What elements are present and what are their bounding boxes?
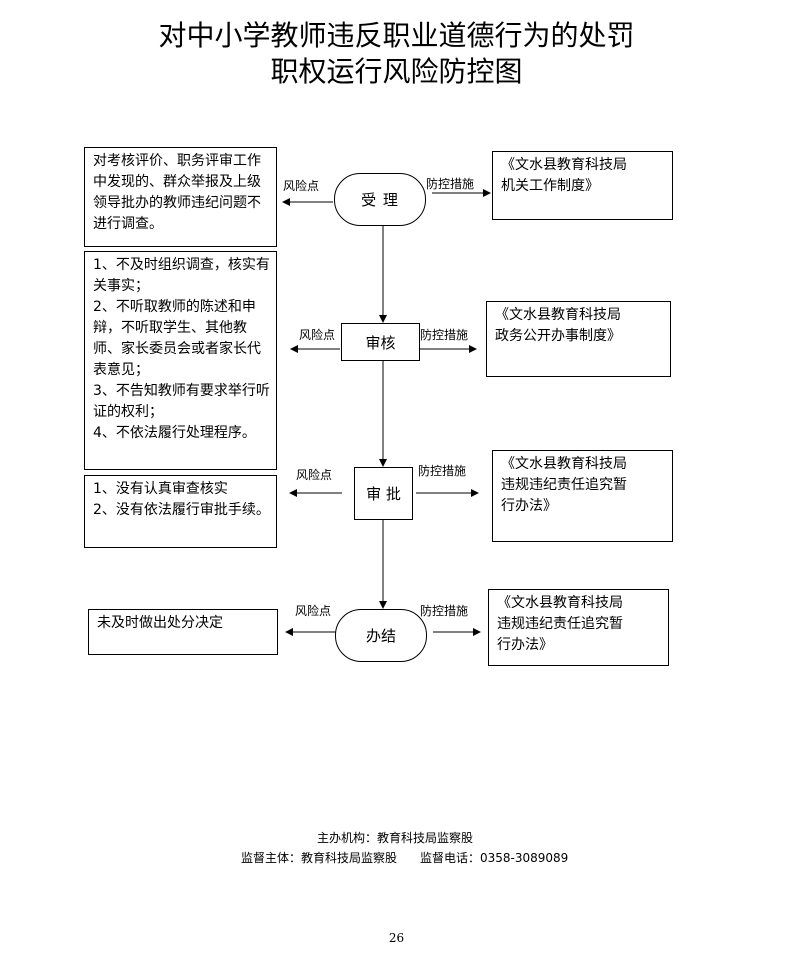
risk-box-approve: 1、没有认真审查核实 2、没有依法履行审批手续。 — [84, 475, 277, 548]
control-label-4: 防控措施 — [420, 604, 469, 618]
footer-phone: 监督电话：0358-3089089 — [420, 851, 569, 865]
diagram-title-line2: 职权运行风险防控图 — [270, 55, 523, 88]
footer-organizer: 主办机构：教育科技局监察股 — [317, 831, 474, 845]
footer-supervisor: 监督主体：教育科技局监察股 — [241, 851, 398, 865]
control-label-1: 防控措施 — [426, 177, 475, 191]
risk-label-3: 风险点 — [296, 468, 333, 482]
control-box-complete: 《文水县教育科技局 违规违纪责任追究暂 行办法》 — [488, 589, 669, 666]
risk-box-review: 1、不及时组织调查，核实有关事实； 2、不听取教师的陈述和申辩，不听取学生、其他… — [84, 251, 277, 470]
node-approve: 审 批 — [354, 467, 413, 520]
page-number: 26 — [388, 931, 405, 945]
risk-box-complete: 未及时做出处分决定 — [88, 609, 278, 655]
control-box-approve: 《文水县教育科技局 违规违纪责任追究暂 行办法》 — [492, 450, 673, 542]
control-label-3: 防控措施 — [418, 464, 467, 478]
risk-label-1: 风险点 — [283, 179, 320, 193]
control-label-2: 防控措施 — [420, 328, 469, 342]
node-review: 审核 — [341, 323, 420, 361]
control-box-review: 《文水县教育科技局 政务公开办事制度》 — [486, 301, 671, 377]
diagram-title-line1: 对中小学教师违反职业道德行为的处罚 — [158, 19, 635, 52]
control-box-accept: 《文水县教育科技局 机关工作制度》 — [492, 151, 673, 220]
node-accept: 受 理 — [334, 173, 426, 226]
node-complete: 办结 — [335, 609, 427, 662]
risk-label-4: 风险点 — [295, 604, 332, 618]
risk-box-accept: 对考核评价、职务评审工作中发现的、群众举报及上级领导批办的教师违纪问题不进行调查… — [84, 147, 277, 247]
risk-label-2: 风险点 — [299, 328, 336, 342]
